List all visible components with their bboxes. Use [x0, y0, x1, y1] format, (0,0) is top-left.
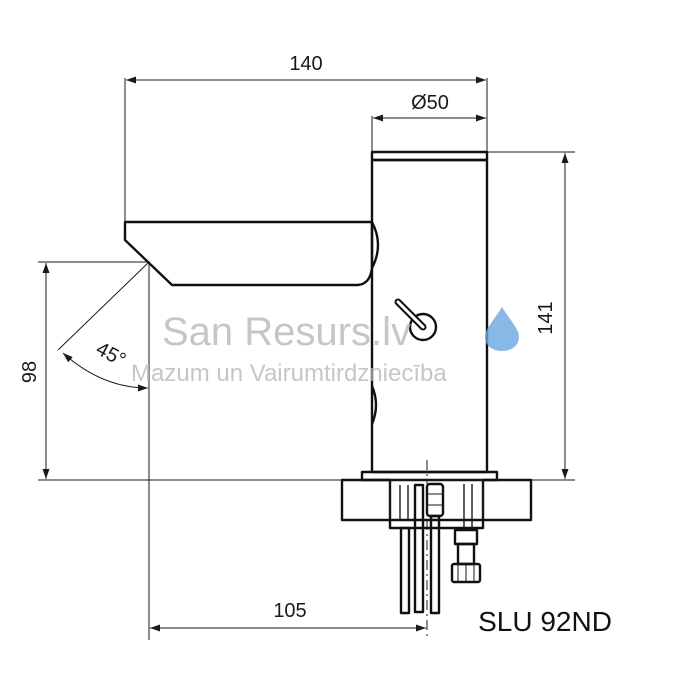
mounting-gap	[389, 479, 484, 521]
valve-fitting	[425, 482, 445, 518]
hose-center	[429, 514, 441, 615]
lever-handle	[394, 298, 438, 342]
dim-label-98: 98	[19, 361, 41, 383]
dim-label-105: 105	[273, 600, 306, 622]
connector-nut	[453, 528, 479, 546]
countertop-left	[340, 478, 392, 522]
lever-pivot	[408, 312, 438, 342]
watermark-tagline: Mazum un Vairumtirdzniecība	[131, 360, 447, 387]
sensor-recess	[370, 385, 378, 425]
dim-label-50: Ø50	[411, 92, 449, 114]
dim-arc-45	[62, 352, 149, 392]
countertop-right	[481, 478, 533, 522]
dim-label-141: 141	[535, 301, 557, 334]
spout-joint	[370, 221, 380, 269]
model-label: SLU 92ND	[478, 606, 612, 637]
countertop-section	[340, 478, 533, 530]
hose-left	[399, 526, 411, 615]
water-drop-icon	[485, 307, 519, 351]
dim-label-140: 140	[289, 53, 322, 75]
watermark: San Resurs.lv Mazum un Vairumtirdzniecīb…	[131, 307, 519, 387]
supply-hoses	[399, 482, 482, 615]
watermark-brand: San Resurs.lv	[162, 310, 411, 354]
faucet-spout	[123, 220, 374, 287]
hose-center-left	[413, 483, 425, 614]
dim-label-45: 45°	[92, 338, 129, 372]
extension-lines	[38, 78, 575, 640]
connector-body	[456, 542, 476, 566]
faucet-body	[360, 150, 499, 482]
dimension-lines	[42, 76, 569, 632]
mounting-washer	[388, 518, 485, 530]
